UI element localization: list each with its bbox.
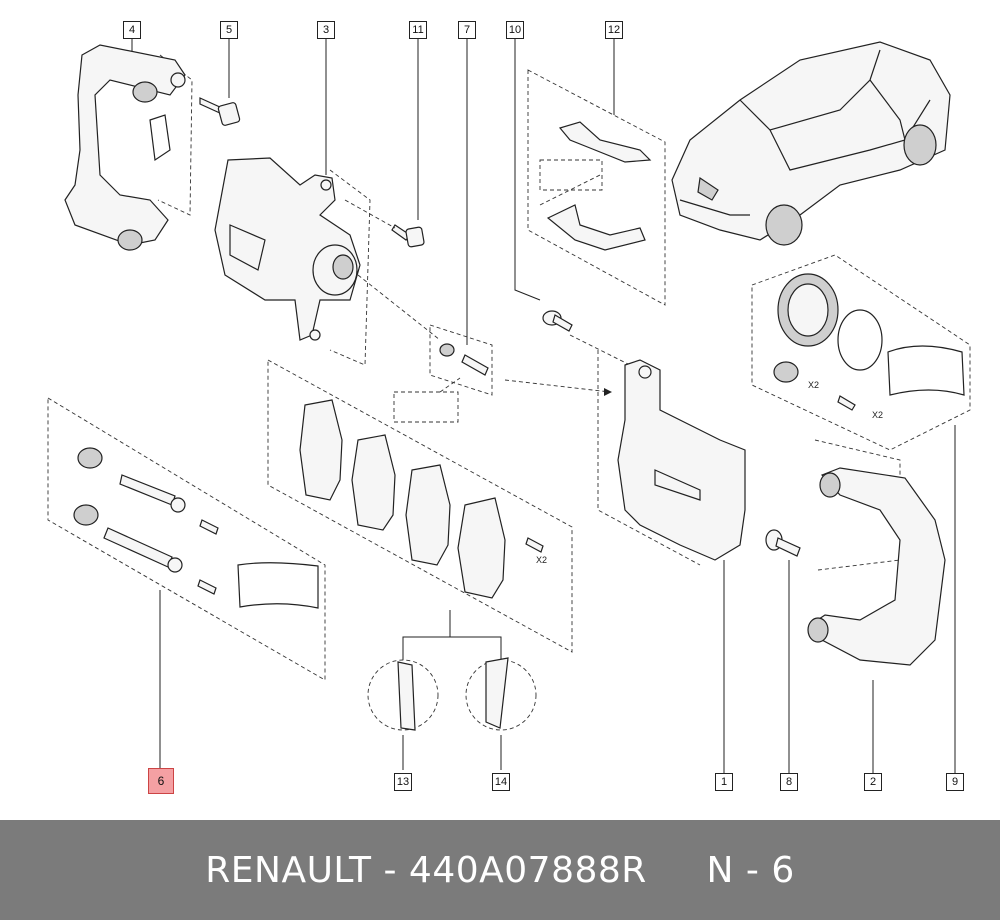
bolt-part-10 (542, 310, 641, 371)
bleed-screw-part-7 (393, 324, 493, 423)
bolt-part-5 (199, 97, 241, 126)
callout-1: 1 (715, 773, 733, 791)
callout-9: 9 (946, 773, 964, 791)
caliper-bracket-part-4 (64, 44, 193, 251)
callout-6: 6 (148, 768, 174, 794)
detail-14 (465, 657, 537, 731)
note-x2-pads: X2 (536, 555, 548, 565)
caliper-bracket-part-2 (807, 439, 946, 666)
footer-part-number: 440A07888R (408, 849, 647, 891)
callout-10: 10 (506, 21, 524, 39)
footer-separator: - (371, 849, 409, 891)
callout-13: 13 (394, 773, 412, 791)
callout-5: 5 (220, 21, 238, 39)
footer-brand: RENAULT (205, 849, 372, 891)
footer-spacer (647, 850, 707, 891)
car-illustration (671, 41, 951, 246)
footer-position: N - 6 (706, 849, 795, 891)
guide-pin-kit-part-6 (47, 397, 326, 681)
leader-lines (131, 38, 956, 775)
callout-4: 4 (123, 21, 141, 39)
parts-diagram: .ln { stroke:#222; stroke-width:1.2; fil… (47, 38, 971, 775)
bolt-part-11 (344, 199, 425, 248)
callout-11: 11 (409, 21, 427, 39)
callout-2: 2 (864, 773, 882, 791)
callout-7: 7 (458, 21, 476, 39)
knuckle-part-3 (214, 157, 441, 366)
clip-kit-part-12 (527, 69, 666, 306)
caliper-body-part-1 (504, 350, 746, 566)
detail-13 (367, 659, 439, 731)
footer-bar: RENAULT - 440A07888R N - 6 (0, 820, 1000, 920)
callout-3: 3 (317, 21, 335, 39)
callout-12: 12 (605, 21, 623, 39)
seal-kit-part-9 (751, 254, 971, 451)
brake-pads-group (267, 359, 573, 653)
callout-8: 8 (780, 773, 798, 791)
callout-14: 14 (492, 773, 510, 791)
note-x2-seal: X2 (808, 380, 820, 390)
bolt-part-8 (765, 529, 801, 557)
note-x2-bolt: X2 (872, 410, 884, 420)
